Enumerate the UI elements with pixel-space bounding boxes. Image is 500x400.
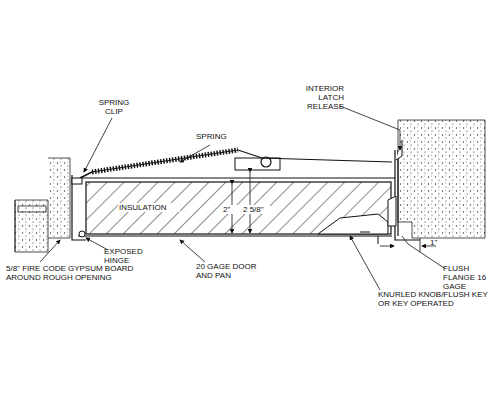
callout-label: SPRING CLIP [96,98,132,116]
frame [72,150,420,240]
spring [80,150,392,178]
callout-label: FLUSH FLANGE 16 GAGE [443,264,497,291]
insulated-door-pan [86,182,391,234]
callout-label: INSULATION [118,203,180,212]
callout-label: EXPOSED HINGE [104,247,150,265]
callout-label: SPRING [196,132,236,141]
gypsum-board [15,120,485,252]
callout-label: 20 GAGE DOOR AND PAN [196,262,258,280]
callout-label: 2" [222,205,238,214]
callout-label: 5/8" FIRE CODE GYPSUM BOARD AROUND ROUGH… [6,264,156,282]
latch [318,140,402,244]
callout-label: 2 5/8" [242,205,270,214]
callout-label: INTERIOR LATCH RELEASE [300,84,344,111]
callout-label: 1" [430,238,444,247]
hinge [72,178,85,237]
leader-lines [40,106,444,290]
callout-label: KNURLED KNOB/FLUSH KEY OR KEY OPERATED [378,290,488,308]
